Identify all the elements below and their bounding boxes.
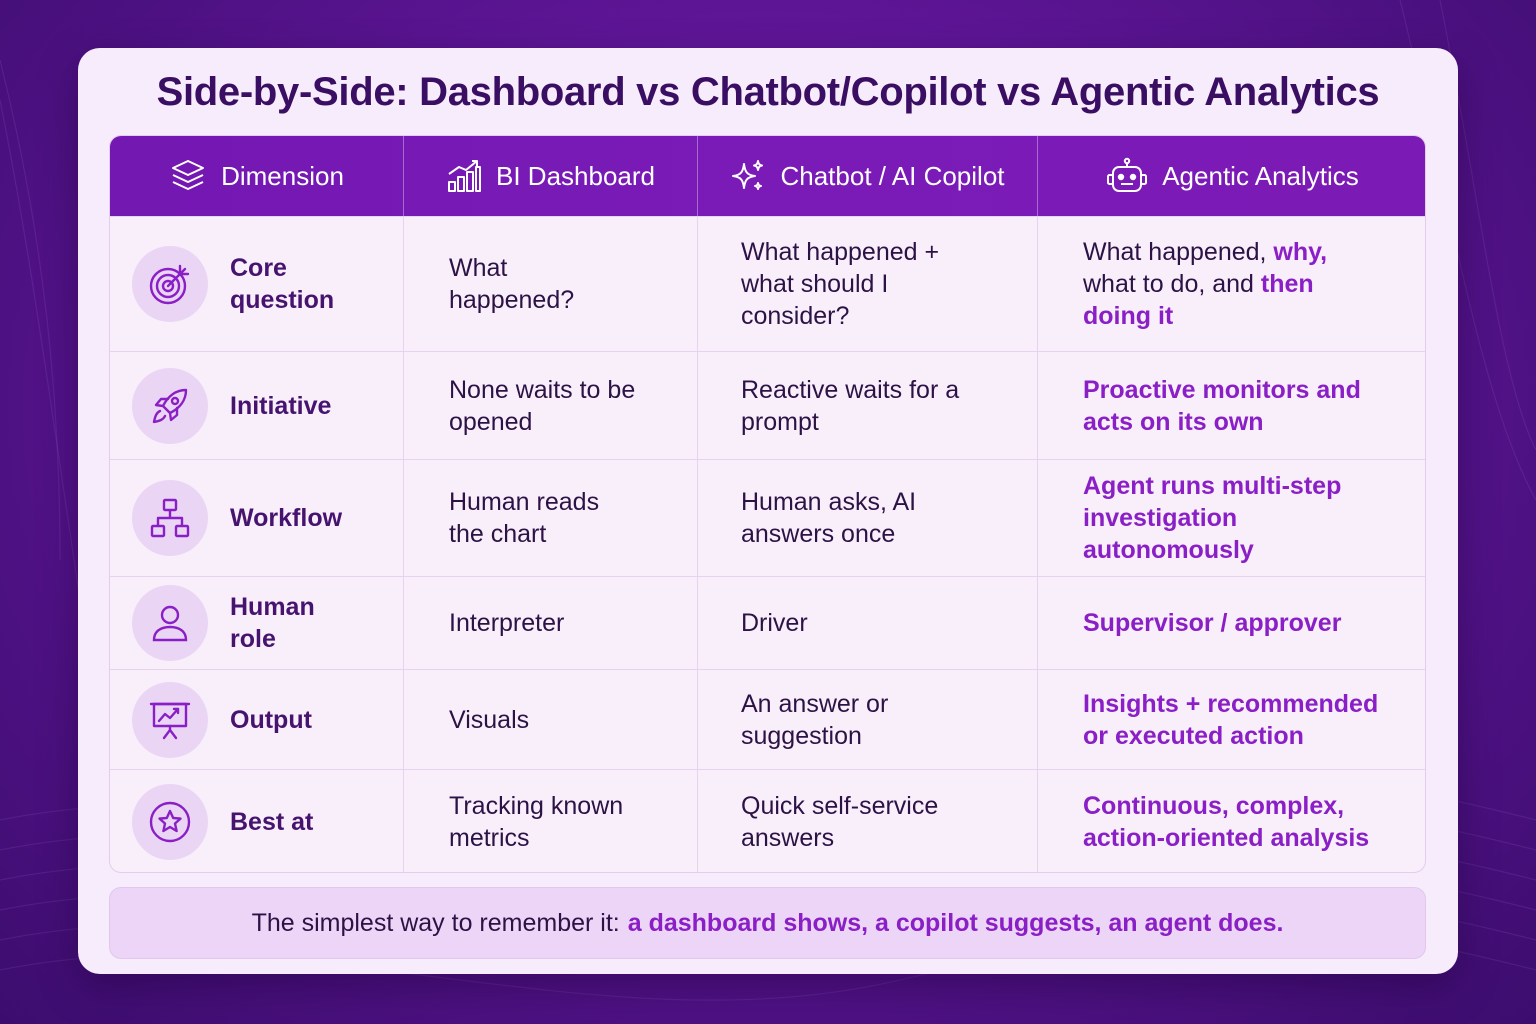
dashboard-text: Human reads the chart [449,488,600,548]
summary-banner: The simplest way to remember it: a dashb… [109,887,1426,959]
dimension-label: Core question [230,254,335,314]
column-header-label: BI Dashboard [496,160,655,191]
workflow-icon [150,498,190,538]
agentic-text: Supervisor / approver [1083,609,1342,637]
agentic-text-highlight: why, [1273,238,1328,266]
copilot-cell: Driver [698,577,1038,669]
column-header-label: Dimension [221,160,344,191]
dashboard-text: Interpreter [449,609,565,637]
copilot-text: Driver [741,609,808,637]
dashboard-text: Tracking known metrics [449,792,624,852]
robot-icon [1107,157,1148,192]
agentic-text-part: what to do, and [1083,270,1261,298]
agentic-text: Continuous, complex, action-oriented ana… [1083,792,1370,852]
agentic-cell: Insights + recommended or executed actio… [1038,670,1425,769]
star-icon [149,801,191,843]
presentation-icon [149,702,191,739]
agentic-cell: Continuous, complex, action-oriented ana… [1038,770,1425,872]
dashboard-cell: What happened? [404,217,698,351]
dashboard-cell: Interpreter [404,577,698,669]
column-header-agentic: Agentic Analytics [1038,136,1425,216]
table-header: Dimension BI Dashboard Chatbot / AI Copi… [110,136,1425,216]
dimension-cell: Workflow [110,460,404,576]
copilot-text: Human asks, AI answers once [741,488,917,548]
table-row: Best at Tracking known metrics Quick sel… [110,769,1425,872]
dimension-label: Human role [230,593,315,653]
icon-badge [132,585,208,661]
summary-emphasis: a dashboard shows, a copilot suggests, a… [627,908,1284,937]
sparkles-icon [732,160,764,190]
dimension-label: Best at [230,808,314,836]
copilot-cell: Human asks, AI answers once [698,460,1038,576]
dimension-label: Initiative [230,391,332,420]
table-row: Core question What happened? What happen… [110,216,1425,351]
table-row: Initiative None waits to be opened React… [110,351,1425,459]
copilot-text: Reactive waits for a prompt [741,375,960,436]
rocket-icon [152,388,188,423]
column-header-dimension: Dimension [110,136,404,216]
copilot-text: What happened + what should I consider? [741,238,940,330]
layers-icon [172,160,205,190]
column-header-dashboard: BI Dashboard [404,136,698,216]
dimension-cell: Core question [110,217,404,351]
agentic-text: Agent runs multi-step investigation auto… [1083,472,1342,564]
agentic-cell: Proactive monitors and acts on its own [1038,352,1425,459]
copilot-text: Quick self-service answers [741,792,939,852]
dashboard-text: What happened? [449,254,575,314]
agentic-text: What happened, why, what to do, and then… [1083,236,1353,332]
agentic-text-part: What happened, [1083,238,1274,266]
dimension-cell: Best at [110,770,404,872]
icon-badge [132,367,208,444]
summary-prefix: The simplest way to remember it: [251,908,620,937]
dashboard-text: Visuals [449,705,530,734]
page-title: Side-by-Side: Dashboard vs Chatbot/Copil… [156,70,1380,114]
table-row: Human role Interpreter Driver Supervisor… [110,576,1425,669]
icon-badge [132,784,208,860]
table-row: Workflow Human reads the chart Human ask… [110,459,1425,576]
copilot-cell: Reactive waits for a prompt [698,352,1038,459]
copilot-text: An answer or suggestion [741,689,889,750]
column-header-copilot: Chatbot / AI Copilot [698,136,1038,216]
dimension-cell: Initiative [110,352,404,459]
bar-chart-icon [448,160,481,192]
agentic-cell: Supervisor / approver [1038,577,1425,669]
copilot-cell: What happened + what should I consider? [698,217,1038,351]
agentic-text-highlight: then doing it [1083,270,1314,330]
agentic-cell: What happened, why, what to do, and then… [1038,217,1425,351]
agentic-text: Insights + recommended or executed actio… [1083,689,1379,750]
table-row: Output Visuals An answer or suggestion I… [110,669,1425,769]
copilot-cell: Quick self-service answers [698,770,1038,872]
dimension-label: Workflow [230,504,343,532]
dashboard-cell: Tracking known metrics [404,770,698,872]
dashboard-cell: Visuals [404,670,698,769]
icon-badge [132,681,208,758]
dashboard-cell: None waits to be opened [404,352,698,459]
dimension-cell: Output [110,670,404,769]
comparison-table: Dimension BI Dashboard Chatbot / AI Copi… [109,135,1426,873]
agentic-text: Proactive monitors and acts on its own [1083,375,1361,436]
agentic-cell: Agent runs multi-step investigation auto… [1038,460,1425,576]
icon-badge [132,246,208,322]
target-icon [149,264,190,305]
icon-badge [132,480,208,556]
column-header-label: Chatbot / AI Copilot [780,160,1005,191]
user-icon [152,605,188,642]
copilot-cell: An answer or suggestion [698,670,1038,769]
dashboard-cell: Human reads the chart [404,460,698,576]
column-header-label: Agentic Analytics [1162,160,1359,191]
dashboard-text: None waits to be opened [449,375,636,436]
dimension-cell: Human role [110,577,404,669]
dimension-label: Output [230,705,312,734]
